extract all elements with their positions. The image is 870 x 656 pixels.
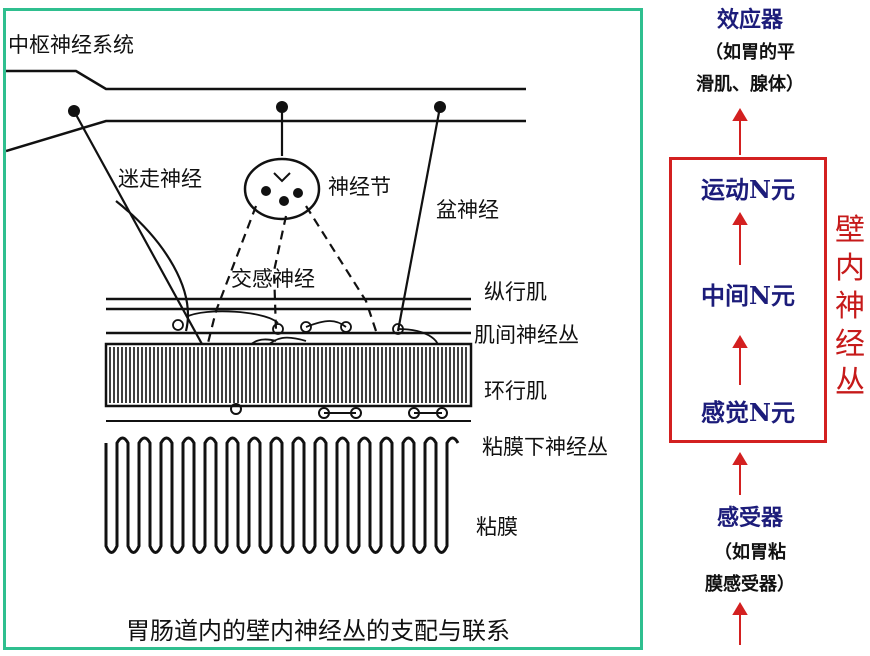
flow-arrows [732,108,748,645]
label-submucosal: 粘膜下神经丛 [482,435,608,459]
plexus-char: 经 [835,327,865,362]
diagram-caption: 胃肠道内的壁内神经丛的支配与联系 [126,617,510,645]
label-cns: 中枢神经系统 [8,33,134,57]
label-circular: 环行肌 [484,379,547,403]
plexus-char: 丛 [835,365,865,400]
plexus-char: 内 [835,251,865,286]
plexus-char: 壁 [835,213,865,248]
diagram-panel: 中枢神经系统 迷走神经 神经节 盆神经 交感神经 纵行肌 肌间神经丛 环行肌 粘… [3,8,643,650]
cns-neurons [68,101,446,117]
submucosal-plexus [106,403,471,422]
intramural-plexus-vertical-label: 壁 内 神 经 丛 [833,212,867,402]
reflex-flow-panel: 效应器 （如胃的平 滑肌、腺体） 运动N元 中间N元 感觉N元 壁 内 神 经 … [650,0,870,656]
longitudinal-muscle [106,297,471,335]
label-sympathetic: 交感神经 [231,267,315,291]
plexus-char: 神 [835,289,865,324]
receptor-sub2: 膜感受器） [705,574,795,595]
inter-neuron: 中间N元 [701,281,795,310]
enteric-nervous-system-diagram [6,69,526,554]
label-myenteric: 肌间神经丛 [474,323,579,347]
effector-sub1: （如胃的平 [705,42,795,63]
pelvic-nerve [396,106,442,332]
motor-neuron: 运动N元 [701,175,795,204]
circular-muscle [104,342,473,408]
effector-title: 效应器 [716,7,783,33]
sensory-neuron: 感觉N元 [701,398,795,427]
effector-sub2: 滑肌、腺体） [696,74,804,95]
intramural-plexus-box [669,157,827,443]
ganglion [243,107,321,221]
receptor-title: 感受器 [716,505,783,531]
receptor-sub1: （如胃粘 [714,542,786,563]
cns-band [6,69,526,153]
mucosa-villi [104,436,460,554]
label-mucosa: 粘膜 [476,515,518,539]
label-longitudinal: 纵行肌 [484,280,547,304]
label-pelvic: 盆神经 [436,198,499,222]
label-vagus: 迷走神经 [118,167,202,191]
label-ganglion: 神经节 [328,175,391,199]
